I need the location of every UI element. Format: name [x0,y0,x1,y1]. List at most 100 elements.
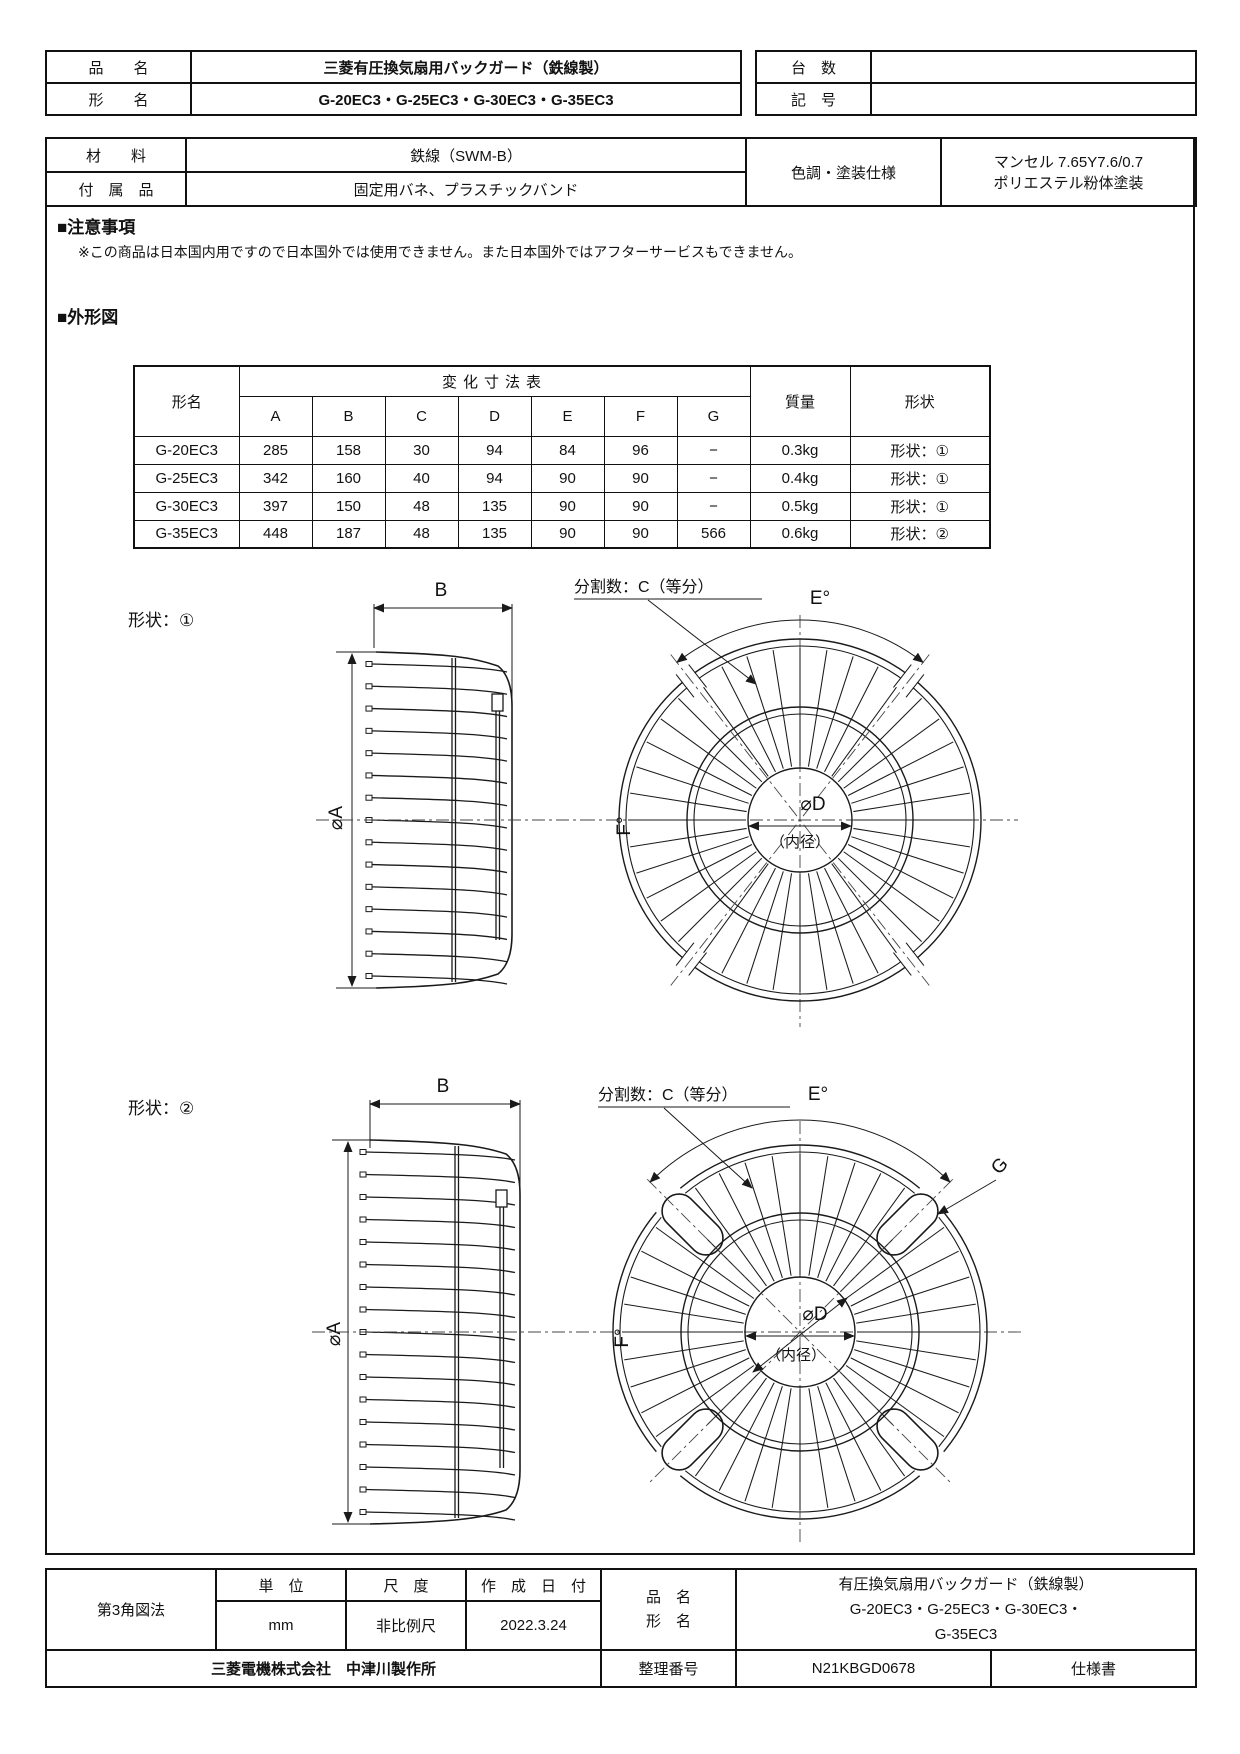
footer-product-line: G-35EC3 [934,1626,998,1643]
cell-shape: 形状：② [849,519,991,549]
shape1-label: 形状：① [128,611,195,630]
symbol-label: 記 号 [755,82,872,116]
footer-product-line: 有圧換気扇用バックガード（鉄線製） [838,1576,1094,1593]
cell-e: 90 [530,519,605,549]
cell-f: 96 [603,435,678,465]
footer-product-cell: 有圧換気扇用バックガード（鉄線製） G-20EC3・G-25EC3・G-30EC… [734,1568,1198,1651]
cell-a: 342 [238,463,313,493]
cell-mass: 0.5kg [749,491,851,521]
cell-a: 285 [238,435,313,465]
cell-b: 158 [311,435,386,465]
projection-method: 第3角図法 [45,1568,217,1651]
col-g-header: G [676,395,751,437]
split-count-label: 分割数：C（等分） [574,578,714,596]
accessory-value: 固定用バネ、プラスチックバンド [185,171,747,207]
cell-mass: 0.6kg [749,519,851,549]
footer-product-line: G-20EC3・G-25EC3・G-30EC3・ [849,1601,1083,1618]
paint-value: マンセル 7.65Y7.6/0.7 ポリエステル粉体塗装 [940,137,1197,207]
shape2-label: 形状：② [128,1099,195,1118]
material-table: 材 料 鉄線（SWM-B） 色調・塗装仕様 マンセル 7.65Y7.6/0.7 … [45,137,1197,207]
col-a-header: A [238,395,313,437]
dim-e-label: E° [808,1084,828,1105]
date-value: 2022.3.24 [465,1600,602,1651]
cell-d: 135 [457,491,532,521]
table-row: G-25EC3 342 160 40 94 90 90 − 0.4kg 形状：① [133,463,991,493]
dim-f-label: F° [612,1328,633,1347]
cell-b: 160 [311,463,386,493]
group-header: 変化寸法表 [238,365,751,397]
ref-number-label: 整理番号 [600,1649,737,1688]
cell-c: 40 [384,463,459,493]
dim-e-arc [676,619,924,664]
dim-f-label: F° [614,816,635,835]
cell-c: 48 [384,491,459,521]
split-count-label: 分割数：C（等分） [598,1086,738,1104]
cell-d: 94 [457,463,532,493]
cell-b: 187 [311,519,386,549]
cell-e: 90 [530,491,605,521]
dim-g-leader [937,1179,997,1215]
date-label: 作 成 日 付 [465,1568,602,1602]
paint-label: 色調・塗装仕様 [745,137,942,207]
doc-type: 仕様書 [989,1649,1198,1688]
symbol-value [870,82,1197,116]
table-row: G-30EC3 397 150 48 135 90 90 − 0.5kg 形状：… [133,491,991,521]
cell-b: 150 [311,491,386,521]
unit-label: 単 位 [215,1568,347,1602]
notes-heading: ■注意事項 [57,218,136,237]
cell-mass: 0.4kg [749,463,851,493]
dim-e-arc [649,1119,951,1183]
dim-a-label: ⌀A [326,806,347,830]
cell-mass: 0.3kg [749,435,851,465]
cell-g: − [676,491,751,521]
scale-value: 非比例尺 [345,1600,467,1651]
dim-e-label: E° [810,588,830,609]
model-name-label: 形 名 [45,82,192,116]
title-block: 第3角図法 単 位 尺 度 作 成 日 付 品 名 形 名 有圧換気扇用バックガ… [45,1568,1198,1688]
unit-symbol-table: 台 数 記 号 [755,50,1197,116]
cell-model: G-20EC3 [133,435,240,465]
dim-d-slant-arrow [752,1297,848,1373]
shape2-side-view [359,1139,521,1525]
col-mass-header: 質量 [749,365,851,437]
dim-a-label: ⌀A [324,1322,345,1346]
cell-c: 30 [384,435,459,465]
name-model-label-cell: 品 名 形 名 [600,1568,737,1651]
bore-note-label: （内径） [770,834,830,851]
cell-a: 397 [238,491,313,521]
table-row: G-20EC3 285 158 30 94 84 96 − 0.3kg 形状：① [133,435,991,465]
qty-label: 台 数 [755,50,872,84]
paint-line1: マンセル 7.65Y7.6/0.7 [993,154,1144,171]
company-name: 三菱電機株式会社 中津川製作所 [45,1649,602,1688]
cell-g: 566 [676,519,751,549]
cell-d: 94 [457,435,532,465]
footer-product-label: 品 名 [645,1588,691,1606]
dim-g-label: G [987,1154,1012,1179]
cell-shape: 形状：① [849,463,991,493]
dimension-table: 形名 変化寸法表 質量 形状 A B C D E F G G-20EC3 285… [133,365,992,549]
table-row: G-35EC3 448 187 48 135 90 90 566 0.6kg 形… [133,519,991,549]
col-b-header: B [311,395,386,437]
cell-g: − [676,463,751,493]
material-value: 鉄線（SWM-B） [185,137,747,173]
footer-model-label: 形 名 [645,1612,691,1630]
ref-number-value: N21KBGD0678 [735,1649,992,1688]
product-header-table: 品 名 三菱有圧換気扇用バックガード（鉄線製） 形 名 G-20EC3・G-25… [45,50,742,116]
col-model-header: 形名 [133,365,240,437]
col-f-header: F [603,395,678,437]
dim-b-label: B [435,580,448,601]
split-leader-line [647,599,757,685]
cell-e: 90 [530,463,605,493]
cell-f: 90 [603,491,678,521]
notes-body: ※この商品は日本国内用ですので日本国外では使用できません。また日本国外ではアフタ… [78,244,803,260]
split-leader-line [663,1107,753,1189]
cell-model: G-30EC3 [133,491,240,521]
dim-d-label: ⌀D [802,1304,827,1325]
cell-f: 90 [603,463,678,493]
shape1-front-view [582,615,1018,1027]
product-name-label: 品 名 [45,50,192,84]
unit-value: mm [215,1600,347,1651]
outline-drawings: B ⌀A E° 分割数：C（等分） F° ⌀D （内径） B ⌀A E° 分割数… [312,578,1024,1545]
cell-a: 448 [238,519,313,549]
